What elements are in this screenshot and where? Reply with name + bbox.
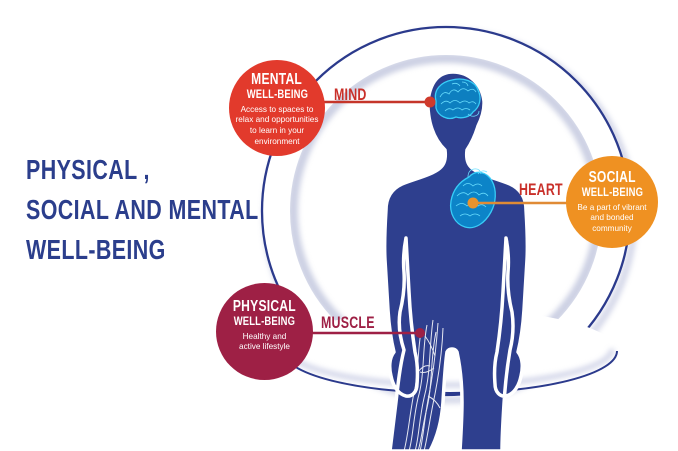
mental-badge-subheading: WELL-BEING — [246, 89, 308, 102]
title-line-3: WELL-BEING — [26, 234, 166, 265]
social-wellbeing-badge: SOCIAL WELL-BEING Be a part of vibrant a… — [566, 156, 658, 248]
social-badge-subheading: WELL-BEING — [581, 187, 643, 200]
mental-badge-description: Access to spaces to relax and opportunit… — [235, 104, 319, 146]
brain-illustration — [434, 78, 481, 120]
heart-label: HEART — [519, 180, 563, 199]
social-badge-heading: SOCIAL — [588, 169, 636, 186]
title-line-1: PHYSICAL , — [26, 154, 150, 185]
human-body-silhouette — [382, 70, 530, 451]
physical-badge-subheading: WELL-BEING — [233, 316, 296, 329]
physical-badge-heading: PHYSICAL — [232, 298, 297, 315]
mental-wellbeing-badge: MENTAL WELL-BEING Access to spaces to re… — [229, 60, 325, 156]
social-badge-description: Be a part of vibrant and bonded communit… — [577, 202, 647, 234]
mental-badge-heading: MENTAL — [251, 71, 303, 88]
muscle-label: MUSCLE — [321, 313, 375, 332]
physical-badge-description: Healthy and active lifestyle — [239, 331, 290, 352]
title-line-2: SOCIAL AND MENTAL — [26, 194, 259, 225]
physical-wellbeing-badge: PHYSICAL WELL-BEING Healthy and active l… — [216, 283, 313, 380]
page-title: PHYSICAL , SOCIAL AND MENTAL WELL-BEING — [26, 150, 259, 270]
mind-label: MIND — [334, 85, 367, 104]
muscle-illustration — [403, 319, 444, 451]
